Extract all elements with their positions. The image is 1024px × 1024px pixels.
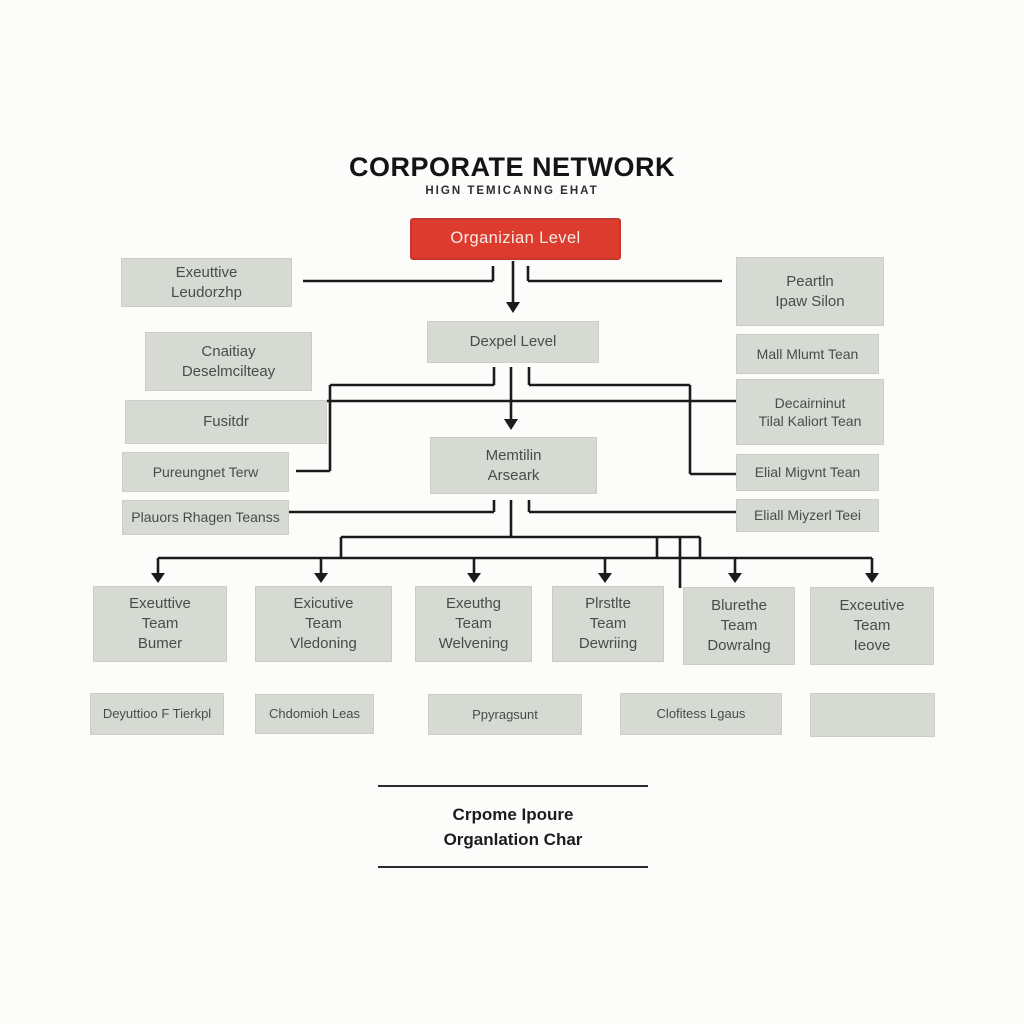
node-dexpel-level: Dexpel Level <box>427 321 599 363</box>
node-peartln-ipaw-silon: Peartln Ipaw Silon <box>736 257 884 326</box>
node-mall-mlumt-tean: Mall Mlumt Tean <box>736 334 879 374</box>
node-cnaitiay-deselmcilteay: Cnaitiay Deselmcilteay <box>145 332 312 391</box>
node-eliall-miyzerl-teei: Eliall Miyzerl Teei <box>736 499 879 532</box>
node-plauors-rhagen-teanss: Plauors Rhagen Teanss <box>122 500 289 535</box>
node-fusitdr: Fusitdr <box>125 400 327 444</box>
node-ppyragsunt: Ppyragsunt <box>428 694 582 735</box>
node-memtilin-arseark: Memtilin Arseark <box>430 437 597 494</box>
node-pureungnet-terw: Pureungnet Terw <box>122 452 289 492</box>
node-elial-migvnt-tean: Elial Migvnt Tean <box>736 454 879 491</box>
node-exeuttive-team-bumer: Exeuttive Team Bumer <box>93 586 227 662</box>
node-exeuttive-leudorzhp: Exeuttive Leudorzhp <box>121 258 292 307</box>
node-organizian-level: Organizian Level <box>410 218 621 260</box>
node-plrstlte-team-dewriing: Plrstlte Team Dewriing <box>552 586 664 662</box>
chart-caption: Crpome Ipoure Organlation Char <box>378 785 648 869</box>
node-chdomioh-leas: Chdomioh Leas <box>255 694 374 734</box>
node-empty-box <box>810 693 935 737</box>
node-exeuthg-team-welvening: Exeuthg Team Welvening <box>415 586 532 662</box>
page-subtitle: HIGN TEMICANNG EHAT <box>425 185 599 197</box>
node-decairninut-tilal-kaliort-tean: Decairninut Tilal Kaliort Tean <box>736 379 884 445</box>
node-blurethe-team-dowralng: Blurethe Team Dowralng <box>683 587 795 665</box>
node-clofitess-lgaus: Clofitess Lgaus <box>620 693 782 735</box>
node-exicutive-team-vledoning: Exicutive Team Vledoning <box>255 586 392 662</box>
node-deyuttioo-f-tierkpl: Deyuttioo F Tierkpl <box>90 693 224 735</box>
node-exceutive-team-ieove: Exceutive Team Ieove <box>810 587 934 665</box>
page-title: CORPORATE NETWORK <box>349 152 675 182</box>
